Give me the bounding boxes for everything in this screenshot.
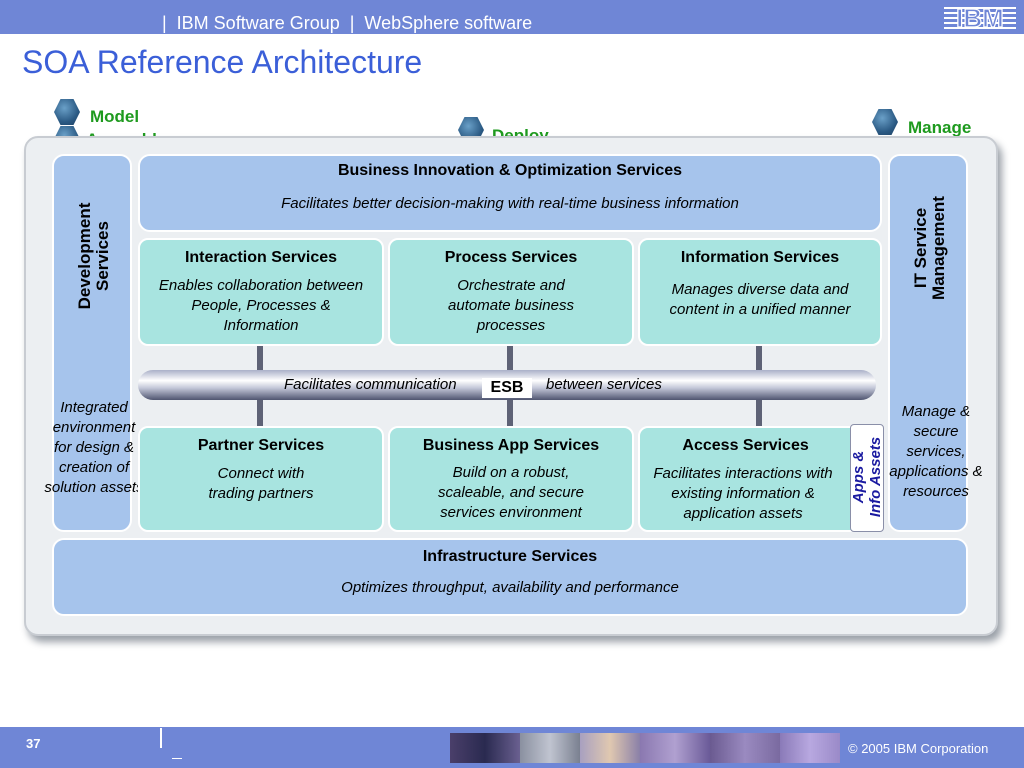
business-innovation-desc: Facilitates better decision-making with … xyxy=(281,195,739,212)
page-number: 37 xyxy=(26,736,41,751)
apps-info-assets-label: Apps & Info Assets xyxy=(850,436,884,518)
business-app-services-title: Business App Services xyxy=(422,437,600,454)
footer-dash xyxy=(172,758,182,759)
infrastructure-services-title: Infrastructure Services xyxy=(422,548,598,565)
interaction-services-title: Interaction Services xyxy=(184,249,338,266)
information-services-box: Information Services Manages diverse dat… xyxy=(638,238,882,346)
information-services-desc: Manages diverse data and content in a un… xyxy=(669,281,851,318)
business-innovation-box: Business Innovation & Optimization Servi… xyxy=(138,154,882,232)
esb-desc-right: between services xyxy=(546,376,662,393)
header-text: | IBM Software Group | WebSphere softwar… xyxy=(162,13,533,33)
partner-services-desc: Connect with trading partners xyxy=(208,465,314,502)
access-services-title: Access Services xyxy=(682,437,809,454)
copyright: © 2005 IBM Corporation xyxy=(848,741,989,756)
process-services-box: Process Services Orchestrate and automat… xyxy=(388,238,634,346)
footer-image-strip xyxy=(450,733,840,763)
it-service-management-title: IT Service Management xyxy=(911,196,948,300)
header-bar xyxy=(0,0,1024,34)
it-service-management-desc: Manage & secure services, applications &… xyxy=(889,403,983,500)
access-services-box: Access Services Facilitates interactions… xyxy=(638,426,882,532)
information-services-title: Information Services xyxy=(680,249,840,266)
partner-services-title: Partner Services xyxy=(197,437,325,454)
apps-info-assets-box: Apps & Info Assets xyxy=(850,424,884,532)
infrastructure-services-desc: Optimizes throughput, availability and p… xyxy=(341,579,679,596)
interaction-services-desc: Enables collaboration between People, Pr… xyxy=(158,277,364,334)
it-service-management-box: IT Service Management xyxy=(888,154,968,532)
esb-desc-left: Facilitates communication xyxy=(284,376,457,393)
esb-label: ESB xyxy=(482,378,532,398)
process-services-desc: Orchestrate and automate business proces… xyxy=(448,277,574,334)
process-services-title: Process Services xyxy=(444,249,578,266)
business-innovation-title: Business Innovation & Optimization Servi… xyxy=(337,162,683,179)
ibm-logo: IBM xyxy=(942,4,1018,32)
footer-divider xyxy=(160,728,162,748)
development-services-box: Development Services xyxy=(52,154,132,532)
interaction-services-box: Interaction Services Enables collaborati… xyxy=(138,238,384,346)
ibm-logo-text: IBM xyxy=(956,4,1004,32)
business-app-services-box: Business App Services Build on a robust,… xyxy=(388,426,634,532)
infrastructure-services-box: Infrastructure Services Optimizes throug… xyxy=(52,538,968,616)
development-services-desc: Integrated environment for design & crea… xyxy=(44,399,144,496)
model-hexagon-icon xyxy=(54,99,80,125)
partner-services-box: Partner Services Connect with trading pa… xyxy=(138,426,384,532)
business-app-services-desc: Build on a robust, scaleable, and secure… xyxy=(438,464,584,521)
manage-label: Manage xyxy=(908,118,972,137)
page-title: SOA Reference Architecture xyxy=(22,44,423,80)
development-services-title: Development Services xyxy=(75,202,112,310)
model-label: Model xyxy=(90,107,140,126)
access-services-desc: Facilitates interactions with existing i… xyxy=(653,465,833,522)
manage-hexagon-icon xyxy=(872,109,898,135)
